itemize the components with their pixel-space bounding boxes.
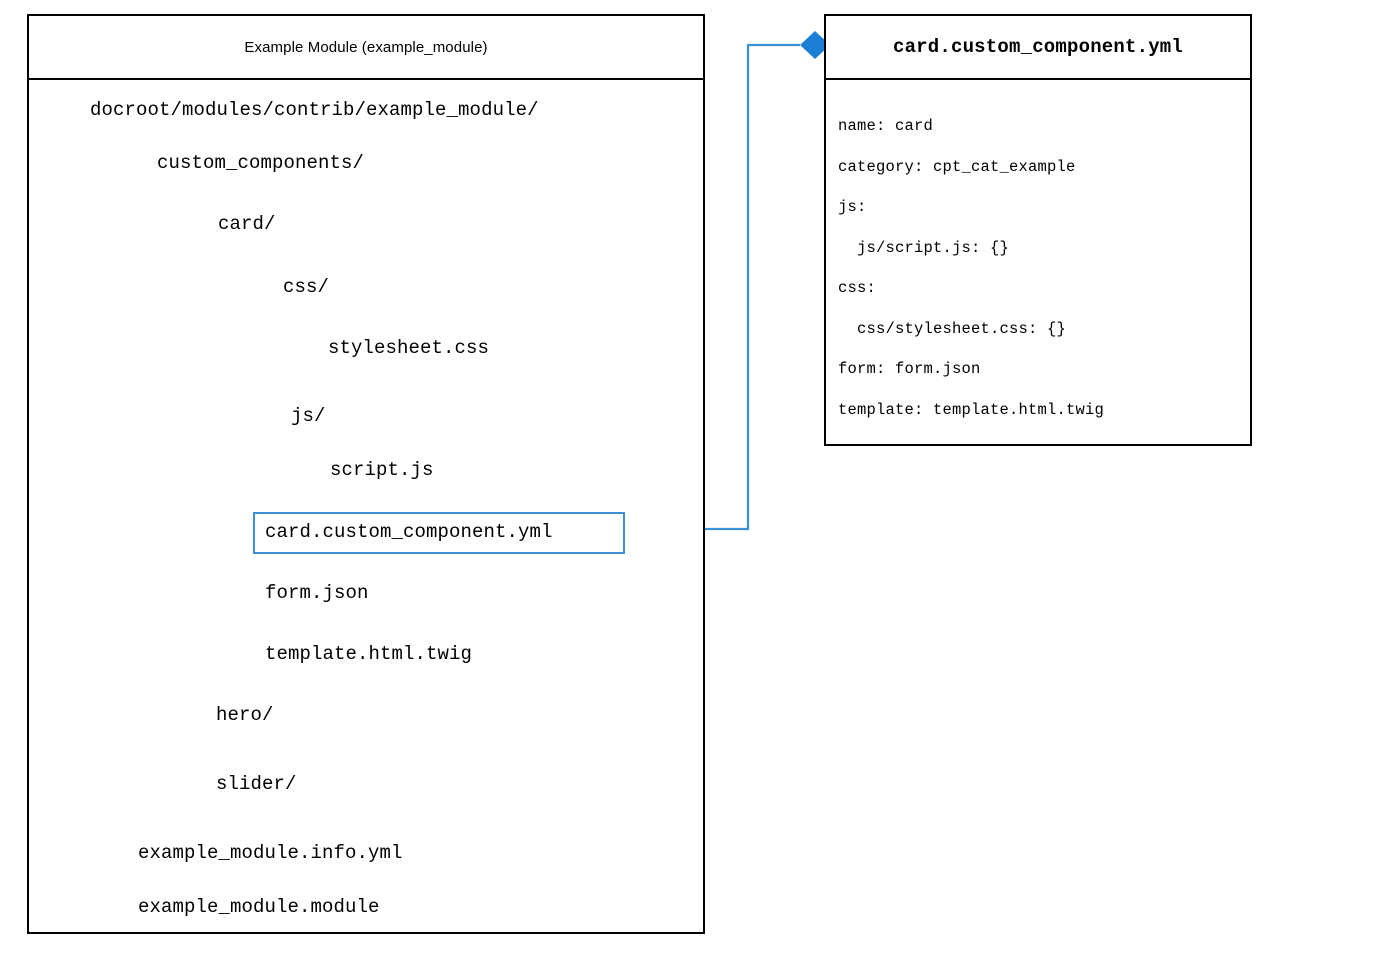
tree-item-label: slider/ <box>216 773 297 795</box>
tree-item-label: card.custom_component.yml <box>265 521 553 543</box>
yml-detail-panel: card.custom_component.yml name: card cat… <box>824 14 1252 446</box>
yml-line: name: card <box>838 117 934 135</box>
yml-line: form: form.json <box>838 360 981 378</box>
tree-item-hero[interactable]: hero/ <box>216 698 274 732</box>
yml-line: css: <box>838 279 877 297</box>
tree-item-label: stylesheet.css <box>328 337 490 359</box>
tree-item-slider[interactable]: slider/ <box>216 767 297 801</box>
module-header: Example Module (example_module) <box>29 16 703 80</box>
tree-item-example-module-module[interactable]: example_module.module <box>138 890 380 924</box>
selected-file-highlight[interactable] <box>253 512 625 554</box>
tree-item-label: example_module.module <box>138 896 380 918</box>
yml-line: template: template.html.twig <box>838 400 1105 419</box>
tree-item-label: docroot/modules/contrib/example_module/ <box>90 99 539 121</box>
tree-item-label: script.js <box>330 459 434 481</box>
module-title: Example Module (example_module) <box>244 38 488 56</box>
tree-item-js[interactable]: js/ <box>291 399 326 433</box>
tree-item-label: custom_components/ <box>157 152 365 174</box>
tree-item-custom-components[interactable]: custom_components/ <box>157 146 364 180</box>
tree-item-label: template.html.twig <box>265 643 473 665</box>
tree-item-stylesheet-css[interactable]: stylesheet.css <box>328 331 489 365</box>
yml-detail-header: card.custom_component.yml <box>826 16 1250 80</box>
yml-line: css/stylesheet.css: {} <box>838 319 1067 338</box>
yml-detail-title: card.custom_component.yml <box>892 36 1184 58</box>
yml-line: js: <box>838 198 867 216</box>
tree-item-form-json[interactable]: form.json <box>265 576 369 610</box>
tree-item-script-js[interactable]: script.js <box>330 453 434 487</box>
tree-item-card[interactable]: card/ <box>218 207 276 241</box>
module-container-box: Example Module (example_module) <box>27 14 705 934</box>
tree-item-root[interactable]: docroot/modules/contrib/example_module/ <box>90 93 539 127</box>
tree-item-label: example_module.info.yml <box>138 842 403 864</box>
yml-detail-body: name: card category: cpt_cat_example js:… <box>826 80 1250 430</box>
tree-item-example-module-info-yml[interactable]: example_module.info.yml <box>138 836 403 870</box>
tree-item-template-html-twig[interactable]: template.html.twig <box>265 637 472 671</box>
yml-line: category: cpt_cat_example <box>838 157 1076 176</box>
tree-item-label: hero/ <box>216 704 274 726</box>
tree-item-label: card/ <box>218 213 276 235</box>
yml-line: js/script.js: {} <box>838 238 1010 257</box>
tree-item-label: form.json <box>265 582 369 604</box>
tree-item-css[interactable]: css/ <box>283 270 329 304</box>
tree-item-card-custom-component-yml[interactable]: card.custom_component.yml <box>265 515 553 549</box>
diamond-marker-icon <box>800 31 830 59</box>
tree-item-label: js/ <box>291 405 326 427</box>
tree-item-label: css/ <box>283 276 330 298</box>
